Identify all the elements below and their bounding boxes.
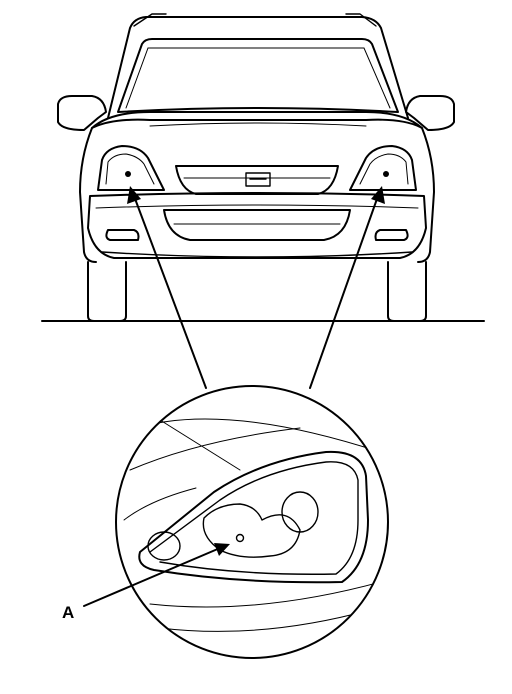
right-front-tire: [387, 261, 427, 322]
callout-a-leader: [83, 547, 221, 607]
left-pointer-arrowhead: [127, 186, 141, 204]
headlight-assembly: [138, 450, 369, 584]
right-headlight-lens: [359, 153, 409, 185]
roof-outline: [107, 16, 409, 119]
right-fog-light: [374, 229, 409, 241]
callout-a: A: [62, 543, 230, 622]
windshield-inner-edge: [125, 47, 391, 109]
right-body-side: [417, 127, 435, 263]
bumper-lower-edge: [101, 251, 413, 258]
left-fog-light: [105, 229, 140, 241]
left-front-tire: [87, 261, 127, 322]
right-mirror: [405, 95, 455, 131]
hood-crease: [149, 122, 367, 127]
left-body-side: [79, 127, 97, 263]
grille: [175, 165, 339, 195]
left-mirror: [57, 95, 107, 131]
windshield: [117, 38, 399, 113]
right-pointer-line: [309, 195, 379, 389]
magnifier-circle: [115, 385, 389, 659]
right-aim-point: [383, 171, 389, 177]
panel-line-detail: [129, 427, 301, 471]
headlight-inner-edge: [149, 461, 359, 575]
aiming-screw: [235, 533, 245, 543]
fender-line-detail: [123, 487, 197, 521]
lower-air-intake: [163, 209, 351, 241]
detail-magnifier: [115, 385, 389, 659]
left-pointer-line: [133, 195, 207, 389]
left-headlight: [97, 145, 165, 191]
high-beam-reflector: [281, 491, 319, 533]
turn-signal-lens: [147, 531, 181, 561]
bumper-line-detail: [149, 579, 388, 608]
front-bumper: [87, 192, 427, 259]
bumper-lower-detail: [159, 609, 371, 632]
panel-crease-detail: [159, 419, 241, 471]
left-aim-point: [125, 171, 131, 177]
pointer-arrows: [127, 186, 385, 389]
callout-a-arrowhead: [214, 543, 230, 556]
hood: [91, 111, 423, 129]
vehicle-front-view: [41, 13, 485, 322]
grille-emblem: [245, 172, 271, 187]
right-headlight: [349, 145, 417, 191]
right-pointer-arrowhead: [371, 186, 385, 204]
bumper-crease: [95, 204, 419, 209]
roof-rail-left: [133, 13, 167, 27]
callout-a-label: A: [62, 603, 74, 622]
left-headlight-lens: [105, 153, 155, 185]
roof-rail-right: [345, 13, 377, 27]
